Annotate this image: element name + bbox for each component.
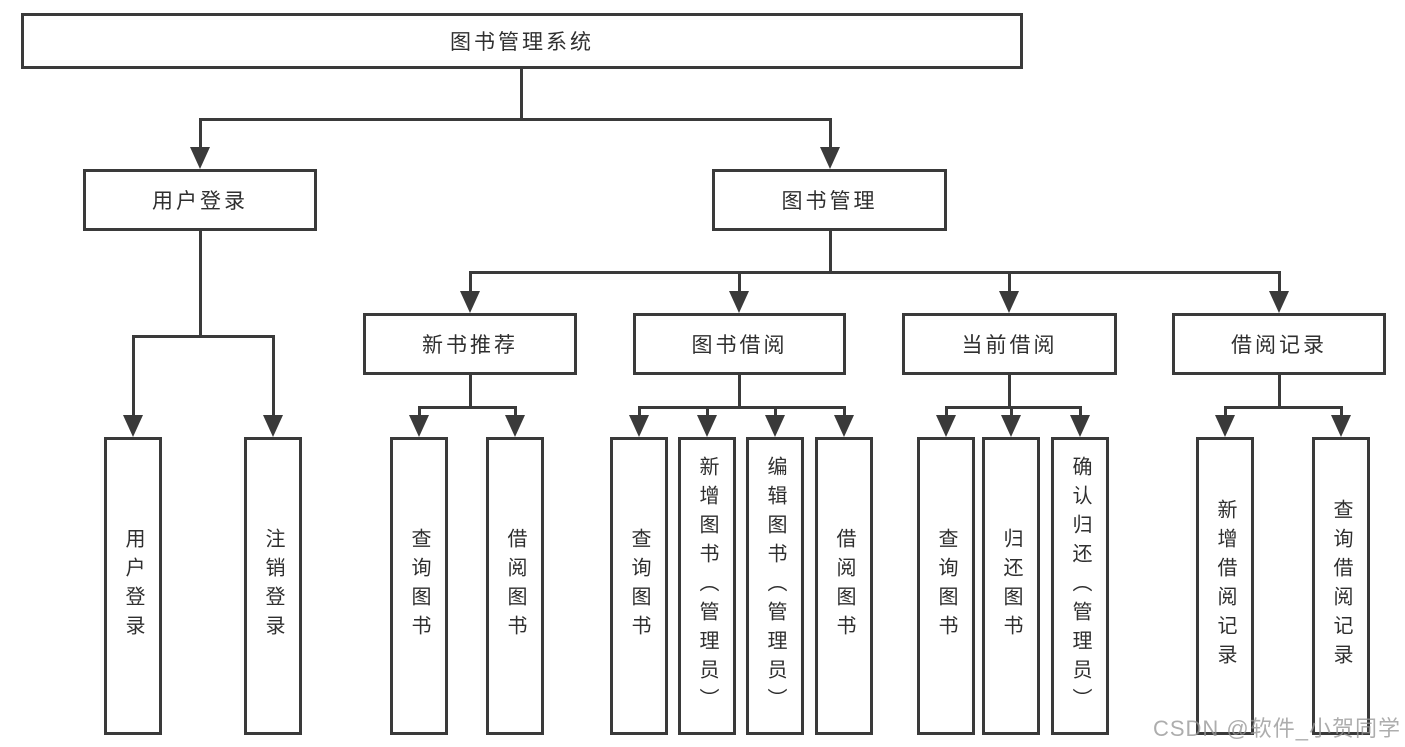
connector-to-current-borrow [1008, 271, 1011, 291]
arrowhead-leaf-c3 [765, 415, 785, 437]
node-root: 图书管理系统 [21, 13, 1023, 69]
arrowhead-user-login [190, 147, 210, 169]
connector-recommend-stem [469, 375, 472, 406]
arrowhead-leaf-user-login [123, 415, 143, 437]
leaf-user-login-label: 用户登录 [122, 528, 144, 644]
connector-current-branch [945, 406, 1081, 409]
connector-to-leaf-c1 [638, 406, 641, 415]
leaf-borrow-books-recommend: 借阅图书 [486, 437, 544, 735]
connector-to-user-login [199, 118, 202, 147]
arrowhead-new-book-recommend [460, 291, 480, 313]
connector-book-mgmt-stem [829, 231, 832, 271]
leaf-logout: 注销登录 [244, 437, 302, 735]
leaf-query-books-borrow: 查询图书 [610, 437, 668, 735]
node-borrow-records: 借阅记录 [1172, 313, 1386, 375]
arrowhead-leaf-c2 [697, 415, 717, 437]
arrowhead-leaf-c1 [629, 415, 649, 437]
leaf-confirm-return-admin-label: 确认归还（管理员） [1069, 455, 1091, 717]
connector-current-stem [1008, 375, 1011, 406]
connector-to-leaf-d1 [945, 406, 948, 415]
connector-user-login-branch [132, 335, 274, 338]
connector-to-borrow-records [1278, 271, 1281, 291]
arrowhead-current-borrow [999, 291, 1019, 313]
arrowhead-leaf-d1 [936, 415, 956, 437]
connector-to-new-book-recommend [469, 271, 472, 291]
leaf-return-books: 归还图书 [982, 437, 1040, 735]
leaf-add-books-admin-label: 新增图书（管理员） [696, 455, 718, 717]
leaf-edit-books-admin-label: 编辑图书（管理员） [764, 455, 786, 717]
node-book-management-label: 图书管理 [781, 190, 878, 213]
leaf-add-borrow-record-label: 新增借阅记录 [1214, 499, 1236, 673]
leaf-edit-books-admin: 编辑图书（管理员） [746, 437, 804, 735]
connector-recommend-branch [418, 406, 517, 409]
csdn-watermark: CSDN @软件_小贺同学 [1152, 716, 1401, 741]
connector-to-leaf-b1 [418, 406, 421, 415]
leaf-add-books-admin: 新增图书（管理员） [678, 437, 736, 735]
connector-root-branch [199, 118, 832, 121]
arrowhead-leaf-d3 [1070, 415, 1090, 437]
connector-to-leaf-c3 [774, 406, 777, 415]
connector-root-stem [520, 69, 523, 121]
connector-records-stem [1278, 375, 1281, 406]
arrowhead-leaf-b1 [409, 415, 429, 437]
connector-borrow-branch [638, 406, 845, 409]
leaf-query-books-borrow-label: 查询图书 [628, 528, 650, 644]
leaf-add-borrow-record: 新增借阅记录 [1196, 437, 1254, 735]
leaf-query-borrow-record-label: 查询借阅记录 [1330, 499, 1352, 673]
leaf-query-books-current-label: 查询图书 [935, 528, 957, 644]
node-user-login: 用户登录 [83, 169, 317, 231]
connector-to-leaf-b2 [514, 406, 517, 415]
node-book-management: 图书管理 [712, 169, 947, 231]
connector-to-book-management [829, 118, 832, 147]
leaf-user-login: 用户登录 [104, 437, 162, 735]
arrowhead-leaf-c4 [834, 415, 854, 437]
node-book-borrow-label: 图书借阅 [691, 334, 788, 357]
leaf-query-books-recommend: 查询图书 [390, 437, 448, 735]
node-borrow-records-label: 借阅记录 [1231, 334, 1327, 357]
leaf-logout-label: 注销登录 [262, 528, 284, 644]
connector-to-leaf-d3 [1079, 406, 1082, 415]
leaf-borrow-books: 借阅图书 [815, 437, 873, 735]
node-new-book-recommend: 新书推荐 [363, 313, 577, 375]
connector-to-leaf-c4 [843, 406, 846, 415]
leaf-borrow-books-recommend-label: 借阅图书 [504, 528, 526, 644]
leaf-borrow-books-label: 借阅图书 [833, 528, 855, 644]
node-user-login-label: 用户登录 [152, 190, 248, 213]
connector-borrow-stem [738, 375, 741, 406]
connector-user-login-stem [199, 231, 202, 335]
node-root-label: 图书管理系统 [450, 31, 594, 54]
connector-to-leaf-d2 [1010, 406, 1013, 415]
connector-to-leaf-e1 [1224, 406, 1227, 415]
node-current-borrow: 当前借阅 [902, 313, 1117, 375]
connector-to-leaf-c2 [706, 406, 709, 415]
connector-to-leaf-logout [272, 335, 275, 415]
arrowhead-book-management [820, 147, 840, 169]
arrowhead-leaf-d2 [1001, 415, 1021, 437]
leaf-confirm-return-admin: 确认归还（管理员） [1051, 437, 1109, 735]
arrowhead-leaf-e1 [1215, 415, 1235, 437]
arrowhead-leaf-b2 [505, 415, 525, 437]
connector-to-leaf-user-login [132, 335, 135, 415]
connector-book-mgmt-branch [469, 271, 1280, 274]
arrowhead-leaf-e2 [1331, 415, 1351, 437]
connector-to-leaf-e2 [1340, 406, 1343, 415]
leaf-query-books-current: 查询图书 [917, 437, 975, 735]
node-current-borrow-label: 当前借阅 [961, 334, 1058, 357]
node-new-book-recommend-label: 新书推荐 [422, 334, 518, 357]
leaf-query-borrow-record: 查询借阅记录 [1312, 437, 1370, 735]
leaf-query-books-recommend-label: 查询图书 [408, 528, 430, 644]
arrowhead-leaf-logout [263, 415, 283, 437]
connector-records-branch [1224, 406, 1342, 409]
arrowhead-borrow-records [1269, 291, 1289, 313]
node-book-borrow: 图书借阅 [633, 313, 846, 375]
arrowhead-book-borrow [729, 291, 749, 313]
leaf-return-books-label: 归还图书 [1000, 528, 1022, 644]
connector-to-book-borrow [738, 271, 741, 291]
